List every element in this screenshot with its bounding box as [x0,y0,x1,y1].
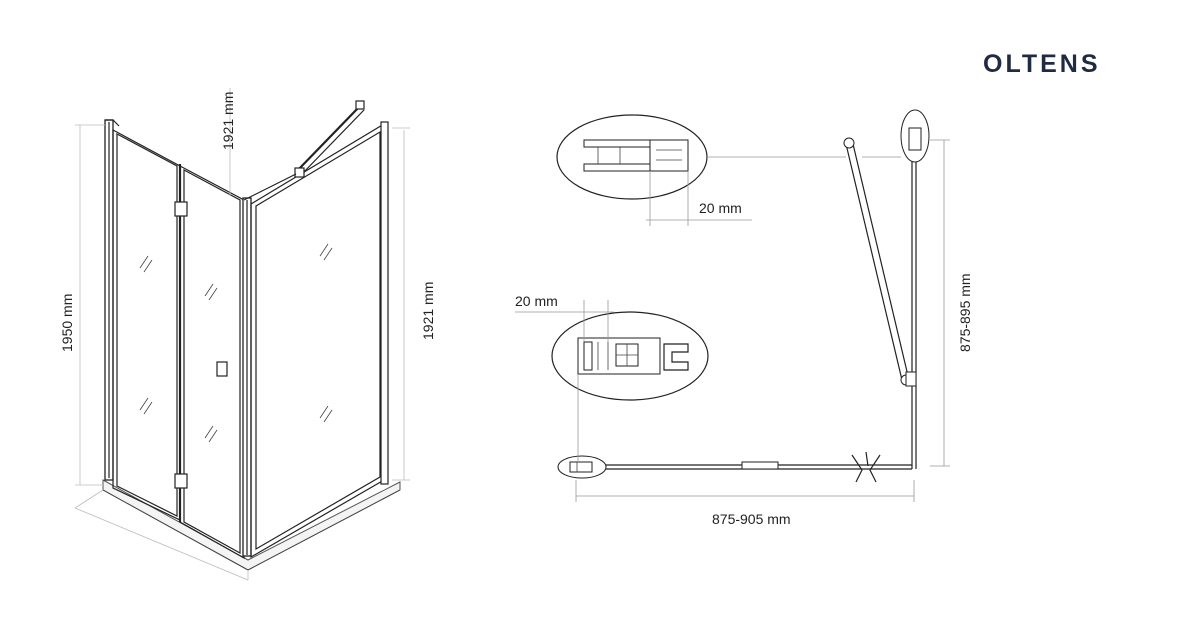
plan-top-detail-dim-label: 20 mm [699,200,742,216]
plan-view [515,109,950,502]
plan-depth-label: 875-895 mm [957,273,973,352]
iso-height-right-label: 1921 mm [420,282,436,340]
plan-width-label: 875-905 mm [712,511,791,527]
plan-left-detail-dim-label: 20 mm [515,293,558,309]
iso-height-top-label: 1921 mm [220,92,236,150]
isometric-enclosure [74,88,410,581]
brand-logo: OLTENS [983,50,1101,78]
iso-height-left-label: 1950 mm [59,294,75,352]
